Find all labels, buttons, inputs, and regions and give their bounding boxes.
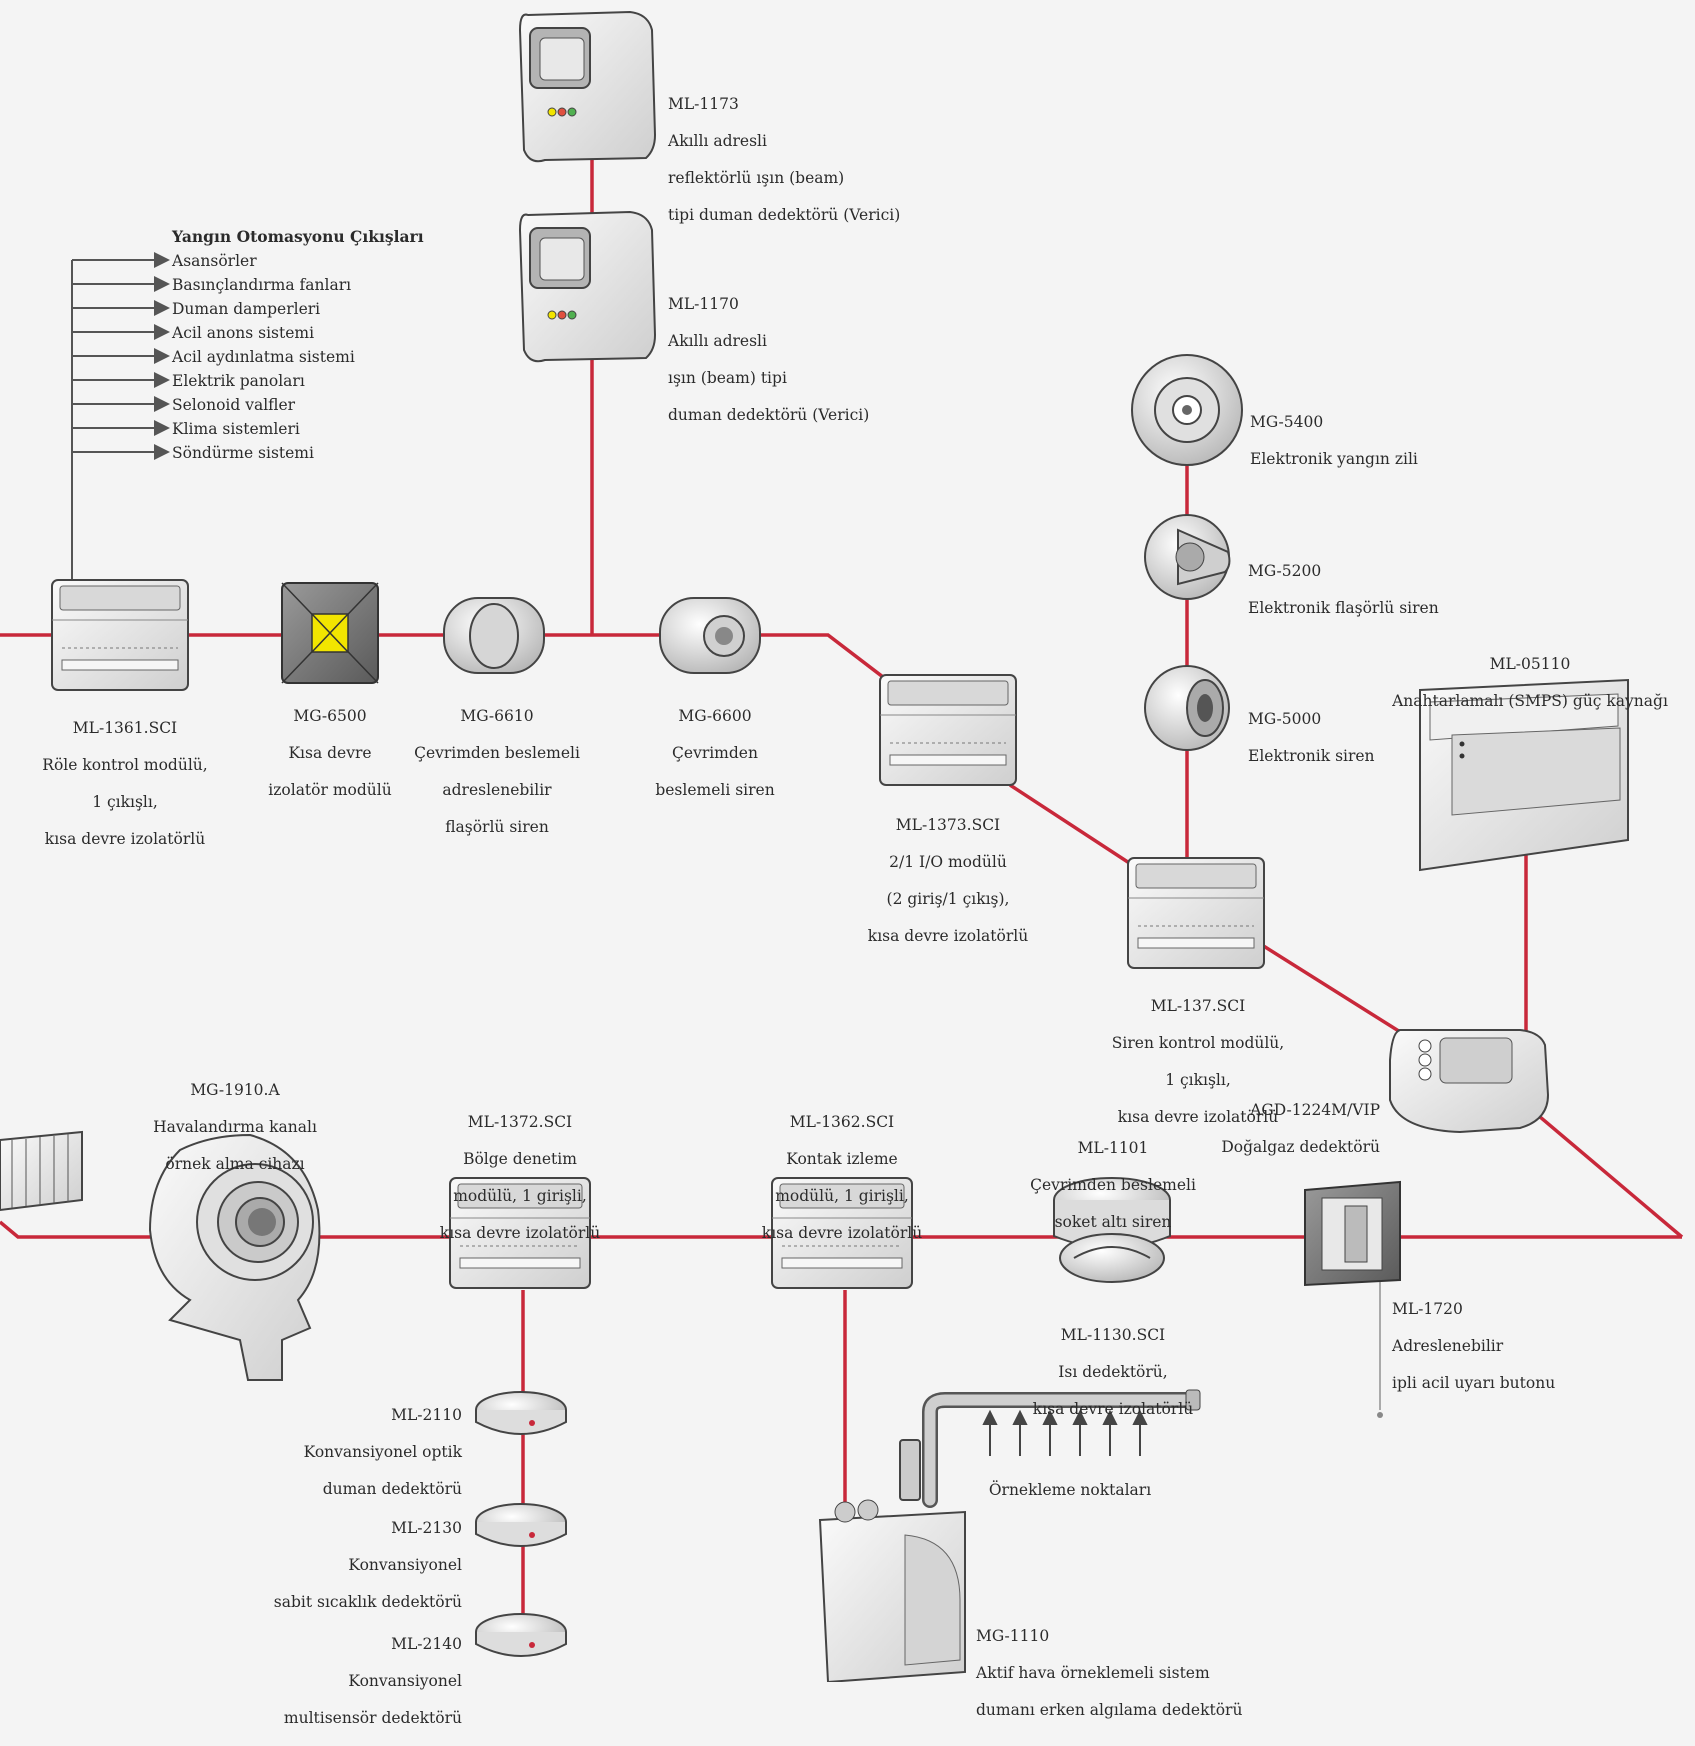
label-mg1110: MG-1110 Aktif hava örneklemeli sistem du…: [976, 1626, 1243, 1719]
ml1362-device: [771, 1177, 913, 1289]
mg6610-device: [443, 597, 545, 674]
label-ml05110: ML-05110 Anahtarlamalı (SMPS) güç kaynağ…: [1392, 654, 1668, 710]
label-ml1720: ML-1720 Adreslenebilir ipli acil uyarı b…: [1392, 1299, 1556, 1392]
mg5200-device: [1144, 514, 1231, 600]
label-mg1910: MG-1910.A Havalandırma kanalı örnek alma…: [153, 1080, 317, 1173]
wire-top-loop: [0, 633, 902, 692]
ml1720-device: [1304, 1180, 1401, 1418]
ml2130-device: [475, 1503, 567, 1547]
automation-output-title: Yangın Otomasyonu Çıkışları: [172, 227, 424, 246]
automation-output-item: Klima sistemleri: [172, 420, 300, 438]
sampling-arrows: [982, 1409, 1148, 1456]
label-ml2110: ML-2110 Konvansiyonel optik duman dedekt…: [303, 1405, 462, 1498]
ml1101-device: [1053, 1177, 1171, 1283]
automation-output-item: Acil aydınlatma sistemi: [172, 348, 355, 366]
ml05110-device: [1419, 678, 1629, 872]
mg1110-device: [818, 1389, 1201, 1682]
automation-output-item: Söndürme sistemi: [172, 444, 314, 462]
label-ml137: ML-137.SCI Siren kontrol modülü, 1 çıkış…: [1111, 996, 1285, 1126]
wire-ml1373-ml137: [1009, 783, 1141, 872]
automation-output-list: Yangın Otomasyonu Çıkışları Asansörler B…: [172, 225, 424, 465]
wire-ml137-agd: [1261, 943, 1406, 1037]
mg5000-device: [1144, 665, 1230, 751]
label-sampling-points: Örnekleme noktaları: [988, 1480, 1152, 1499]
ml1361-device: [51, 579, 189, 691]
ml1372-device: [449, 1177, 591, 1289]
ml137-device: [1127, 857, 1265, 969]
automation-output-item: Basınçlandırma fanları: [172, 276, 352, 294]
ml2140-device: [475, 1613, 567, 1657]
diagram-canvas: [0, 10, 1684, 1682]
label-mg6600: MG-6600 Çevrimden beslemeli siren: [655, 706, 775, 799]
automation-output-item: Elektrik panoları: [172, 372, 305, 390]
automation-output-item: Asansörler: [172, 252, 257, 270]
system-diagram: Yangın Otomasyonu Çıkışları Asansörler B…: [0, 10, 1684, 1727]
ml1173-device: [518, 10, 657, 163]
label-ml1101: ML-1101 Çevrimden beslemeli soket altı s…: [1030, 1138, 1196, 1231]
label-ml1372: ML-1372.SCI Bölge denetim modülü, 1 giri…: [439, 1112, 601, 1242]
automation-output-item: Acil anons sistemi: [172, 324, 315, 342]
label-ml1362: ML-1362.SCI Kontak izleme modülü, 1 giri…: [761, 1112, 923, 1242]
agd1224-device: [1389, 1029, 1550, 1134]
automation-output-item: Selonoid valfler: [172, 396, 296, 414]
label-ml1130: ML-1130.SCI Isı dedektörü, kısa devre iz…: [1032, 1325, 1194, 1418]
label-ml1361: ML-1361.SCI Röle kontrol modülü, 1 çıkış…: [42, 718, 208, 848]
label-mg6610: MG-6610 Çevrimden beslemeli adreslenebil…: [414, 706, 580, 836]
automation-output-tree: [71, 252, 170, 580]
label-mg5400: MG-5400 Elektronik yangın zili: [1250, 412, 1418, 468]
label-mg5000: MG-5000 Elektronik siren: [1248, 709, 1375, 765]
label-ml2140: ML-2140 Konvansiyonel multisensör dedekt…: [283, 1634, 462, 1727]
label-ml1170: ML-1170 Akıllı adresli ışın (beam) tipi …: [668, 294, 870, 424]
ml2110-device: [475, 1391, 567, 1435]
label-ml2130: ML-2130 Konvansiyonel sabit sıcaklık ded…: [273, 1518, 462, 1611]
ml1373-device: [879, 674, 1017, 786]
label-ml1173: ML-1173 Akıllı adresli reflektörlü ışın …: [668, 94, 901, 224]
wire-agd-right: [1518, 1098, 1684, 1239]
mg5400-device: [1131, 354, 1243, 466]
label-mg6500: MG-6500 Kısa devre izolatör modülü: [268, 706, 392, 799]
mg6500-device: [281, 582, 379, 684]
mg6600-device: [659, 597, 761, 674]
label-agd1224: AGD-1224M/VIP Doğalgaz dedektörü: [1221, 1100, 1380, 1156]
mg1910-device: [148, 1133, 321, 1381]
label-mg5200: MG-5200 Elektronik flaşörlü siren: [1248, 561, 1439, 617]
control-panel-rack: [0, 1130, 83, 1212]
label-ml1373: ML-1373.SCI 2/1 I/O modülü (2 giriş/1 çı…: [867, 815, 1029, 945]
automation-output-item: Duman damperleri: [172, 300, 321, 318]
ml1170-device: [518, 210, 657, 363]
